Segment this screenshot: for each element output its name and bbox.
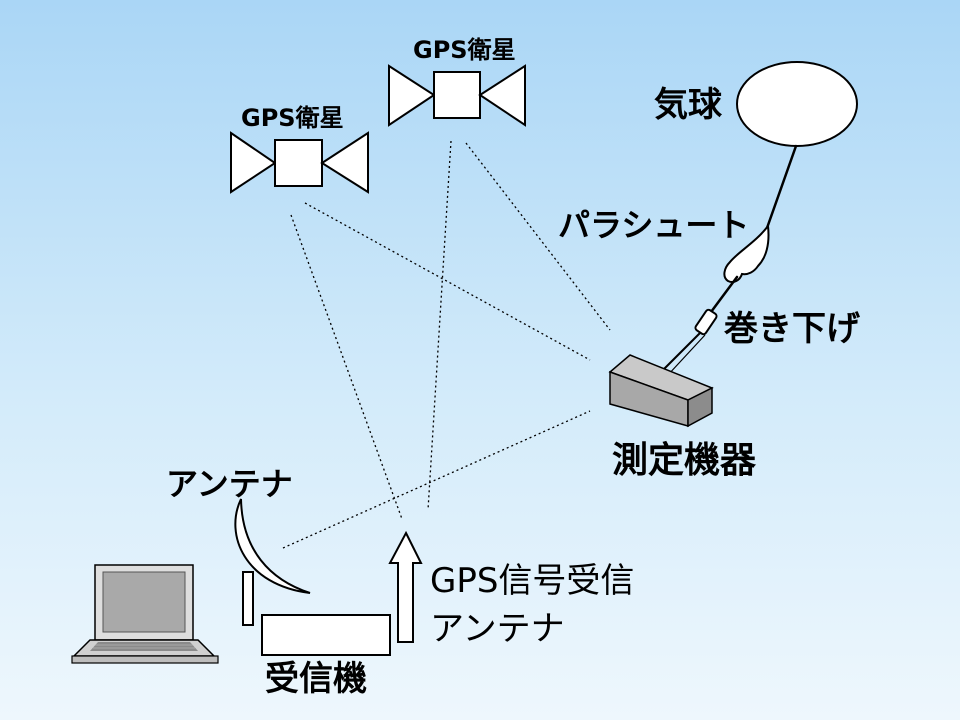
balloon: 気球 [654, 61, 858, 147]
instrument-label: 測定機器 [612, 440, 757, 481]
laptop-screen [102, 571, 186, 633]
signal-path-instrument-to-antenna [282, 410, 591, 549]
signal-paths [282, 140, 611, 549]
solar-panel-left [388, 64, 436, 127]
gps-satellite-left: GPS衛星 [230, 104, 369, 194]
signal-path-satleft-to-gps-antenna [290, 214, 403, 520]
parachute-shape [723, 223, 770, 284]
parachute-cord [709, 275, 739, 314]
instrument-cable-line-2 [666, 334, 706, 377]
laptop-keyboard [90, 642, 198, 651]
gps-satellite-top: GPS衛星 [388, 36, 526, 127]
solar-panel-right [320, 131, 369, 194]
laptop-bottom-edge [71, 655, 219, 664]
parachute-label: パラシュート [558, 206, 749, 244]
instrument-side-face [687, 386, 713, 428]
receiver-box [261, 614, 391, 656]
gps-antenna-label-line2: アンテナ [430, 609, 565, 649]
receiver: 受信機 [261, 614, 391, 699]
antenna-label: アンテナ [166, 465, 293, 503]
antenna-pole [242, 571, 254, 626]
balloon-shape [736, 61, 858, 147]
antenna-dish [234, 498, 311, 594]
unwinder-shape [694, 308, 718, 336]
satellite-body [274, 139, 323, 187]
laptop-icon [71, 564, 219, 664]
gps-antenna-label-line1: GPS信号受信 [430, 561, 634, 601]
instrument-cable-line [659, 332, 701, 374]
gps-antenna-arrow [388, 530, 423, 643]
gps-antenna: GPS信号受信 アンテナ [388, 530, 634, 649]
unwinder: 巻き下げ [694, 308, 860, 349]
receiver-label: 受信機 [265, 659, 367, 699]
balloon-label: 気球 [654, 85, 723, 125]
balloon-cord [765, 144, 798, 230]
receiving-antenna: アンテナ [166, 465, 311, 626]
signal-path-satleft-to-instrument [304, 202, 591, 361]
unwinder-label: 巻き下げ [724, 309, 860, 349]
gps-satellite-left-label: GPS衛星 [241, 104, 344, 132]
gps-satellite-top-label: GPS衛星 [413, 36, 516, 64]
signal-path-sattop-to-gps-antenna [427, 140, 452, 511]
instrument-cable [659, 332, 706, 377]
signal-path-sattop-to-instrument [465, 142, 611, 331]
parachute: パラシュート [558, 206, 770, 284]
measuring-instrument: 測定機器 [608, 354, 757, 481]
solar-panel-right [478, 64, 526, 127]
solar-panel-left [230, 131, 277, 194]
satellite-body [433, 71, 481, 119]
